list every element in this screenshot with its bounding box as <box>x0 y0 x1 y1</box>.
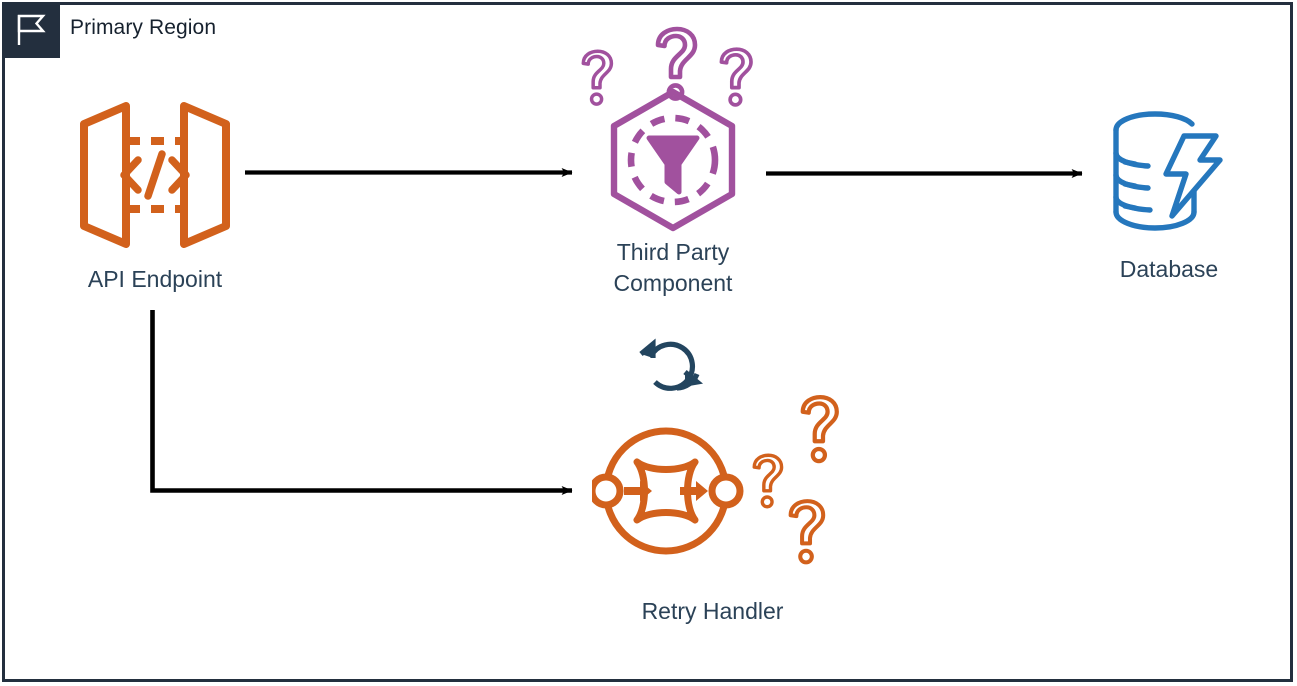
lightning-bolt-icon <box>1163 133 1223 219</box>
funnel-shape <box>646 135 700 195</box>
flag-icon <box>17 14 46 45</box>
question-mark-group <box>752 394 839 565</box>
concave-square-shape <box>633 458 699 524</box>
retry-handler-icon <box>592 394 839 565</box>
third-party-component-icon <box>581 26 753 232</box>
node-database[interactable]: Database <box>1108 108 1230 282</box>
flow-arrows <box>624 481 708 501</box>
left-endpoint-ring <box>592 473 624 509</box>
node-label-database: Database <box>1119 256 1219 282</box>
node-third-party-component[interactable]: Third Party Component <box>567 24 779 296</box>
question-mark-group <box>581 26 753 107</box>
right-endpoint-ring <box>708 473 744 509</box>
region-badge <box>2 2 60 58</box>
node-label-third-party-component: Third Party Component <box>613 239 733 297</box>
database-icon <box>1113 111 1223 231</box>
node-label-retry-handler: Retry Handler <box>641 598 784 624</box>
api-endpoint-icon <box>80 102 230 248</box>
hexagon-shape <box>610 88 736 232</box>
node-api-endpoint[interactable]: API Endpoint <box>74 96 236 292</box>
node-retry-loop[interactable] <box>637 338 713 394</box>
node-label-api-endpoint: API Endpoint <box>87 266 223 292</box>
refresh-loop-icon <box>639 338 704 391</box>
node-retry-handler[interactable]: Retry Handler <box>592 392 854 624</box>
region-title: Primary Region <box>70 16 217 39</box>
dashed-circle <box>627 114 719 206</box>
